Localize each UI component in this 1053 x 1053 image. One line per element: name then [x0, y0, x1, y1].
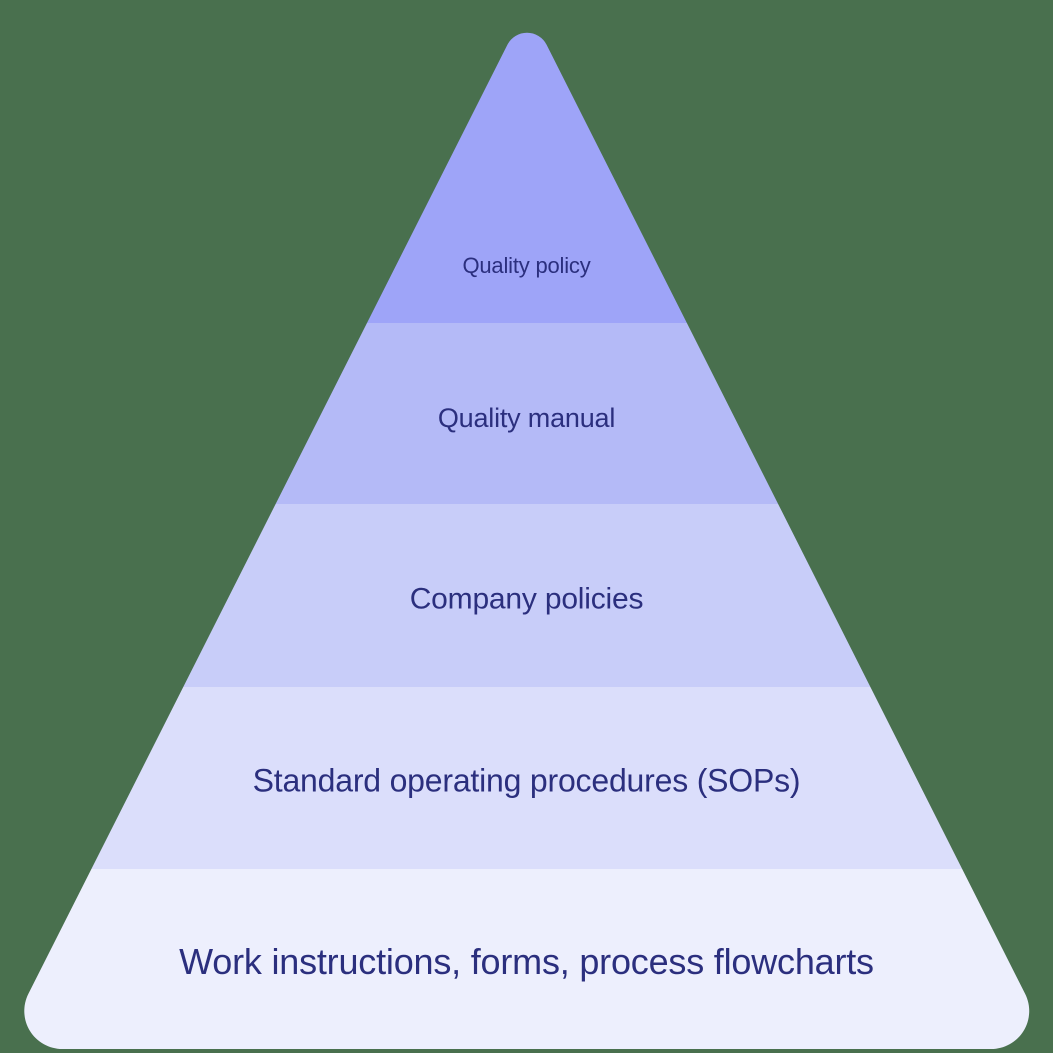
pyramid-band-5 — [24, 869, 1030, 1049]
pyramid-band-2 — [24, 323, 1030, 504]
pyramid-band-3 — [24, 504, 1030, 687]
pyramid-band-4 — [24, 687, 1030, 869]
pyramid-band-1 — [24, 32, 1030, 323]
